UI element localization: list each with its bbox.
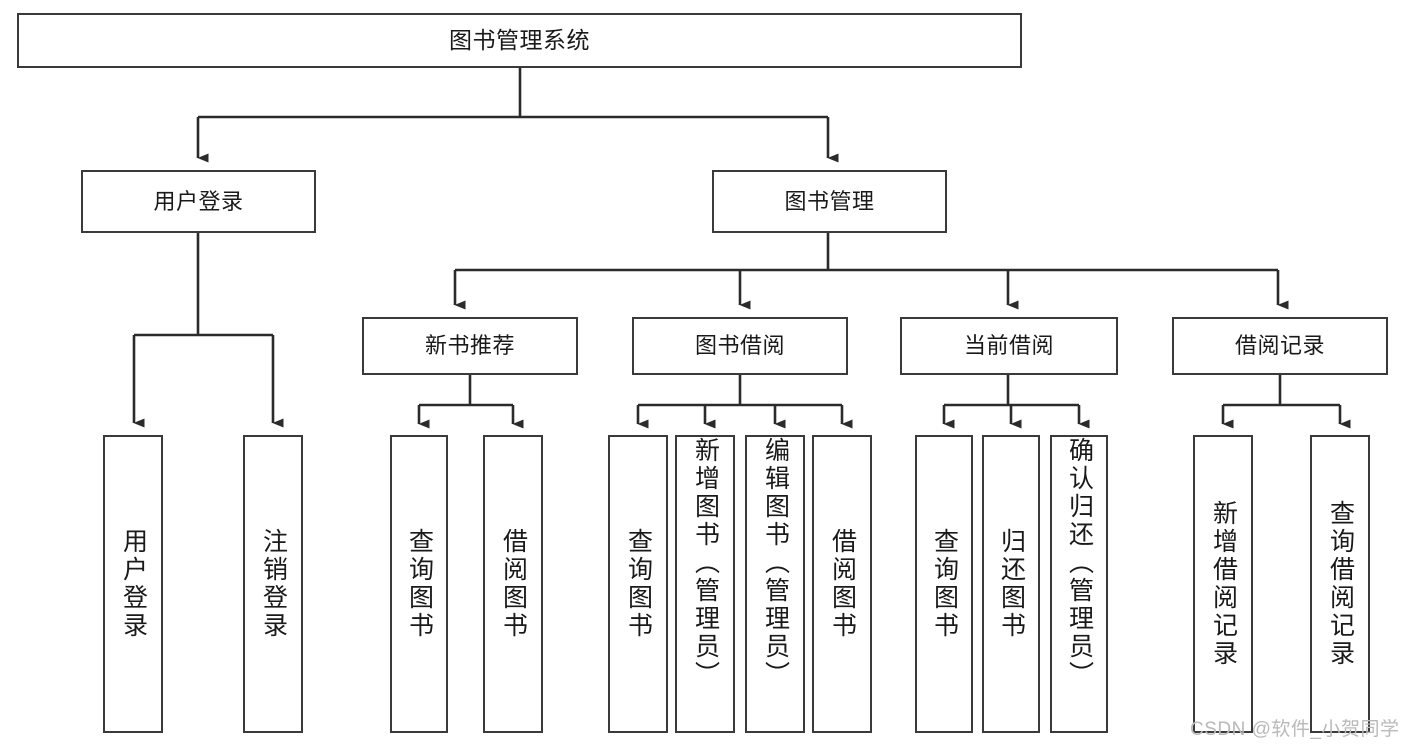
node-book-borrow[interactable]: 图书借阅: [632, 317, 848, 375]
node-leaf-query-book-3[interactable]: 查询图书: [915, 435, 973, 733]
node-user-login-label: 用户登录: [153, 188, 244, 214]
node-leaf-borrow-book-2[interactable]: 借阅图书: [812, 435, 872, 733]
node-new-book-recommend-label: 新书推荐: [424, 333, 515, 359]
node-book-management[interactable]: 图书管理: [712, 170, 947, 233]
node-leaf-edit-book-admin[interactable]: 编辑图书（管理员）: [745, 435, 805, 733]
node-current-borrow-label: 当前借阅: [963, 333, 1054, 359]
node-leaf-add-borrow-record[interactable]: 新增借阅记录: [1193, 435, 1253, 733]
node-leaf-add-book-admin[interactable]: 新增图书（管理员）: [675, 435, 735, 733]
node-leaf-query-book-2-label: 查询图书: [624, 528, 653, 640]
node-new-book-recommend[interactable]: 新书推荐: [362, 317, 578, 375]
node-leaf-return-book-label: 归还图书: [997, 528, 1026, 640]
node-leaf-logout-login[interactable]: 注销登录: [243, 435, 303, 733]
node-leaf-return-book[interactable]: 归还图书: [982, 435, 1040, 733]
node-leaf-borrow-book-1-label: 借阅图书: [499, 528, 528, 640]
node-borrow-record-label: 借阅记录: [1234, 333, 1325, 359]
node-leaf-confirm-return-admin[interactable]: 确认归还（管理员）: [1050, 435, 1108, 733]
watermark-text: CSDN @软件_小贺同学: [1190, 719, 1400, 740]
node-leaf-query-book-1-label: 查询图书: [405, 528, 434, 640]
node-root[interactable]: 图书管理系统: [17, 13, 1022, 68]
node-leaf-user-login-label: 用户登录: [119, 528, 148, 640]
node-leaf-borrow-book-1[interactable]: 借阅图书: [483, 435, 543, 733]
node-leaf-add-borrow-record-label: 新增借阅记录: [1209, 500, 1238, 668]
node-leaf-query-book-2[interactable]: 查询图书: [608, 435, 668, 733]
node-leaf-confirm-return-admin-label: 确认归还（管理员）: [1065, 437, 1094, 689]
node-root-label: 图书管理系统: [449, 27, 590, 54]
node-leaf-edit-book-admin-label: 编辑图书（管理员）: [761, 437, 790, 689]
node-leaf-user-login[interactable]: 用户登录: [103, 435, 163, 733]
node-leaf-query-borrow-record[interactable]: 查询借阅记录: [1310, 435, 1370, 733]
node-leaf-logout-login-label: 注销登录: [259, 528, 288, 640]
node-user-login[interactable]: 用户登录: [81, 170, 316, 233]
node-leaf-query-book-1[interactable]: 查询图书: [390, 435, 448, 733]
node-book-management-label: 图书管理: [784, 188, 875, 214]
node-leaf-query-borrow-record-label: 查询借阅记录: [1326, 500, 1355, 668]
node-borrow-record[interactable]: 借阅记录: [1172, 317, 1388, 375]
node-leaf-add-book-admin-label: 新增图书（管理员）: [691, 437, 720, 689]
node-leaf-borrow-book-2-label: 借阅图书: [828, 528, 857, 640]
node-leaf-query-book-3-label: 查询图书: [930, 528, 959, 640]
node-book-borrow-label: 图书借阅: [694, 333, 785, 359]
node-current-borrow[interactable]: 当前借阅: [900, 317, 1118, 375]
